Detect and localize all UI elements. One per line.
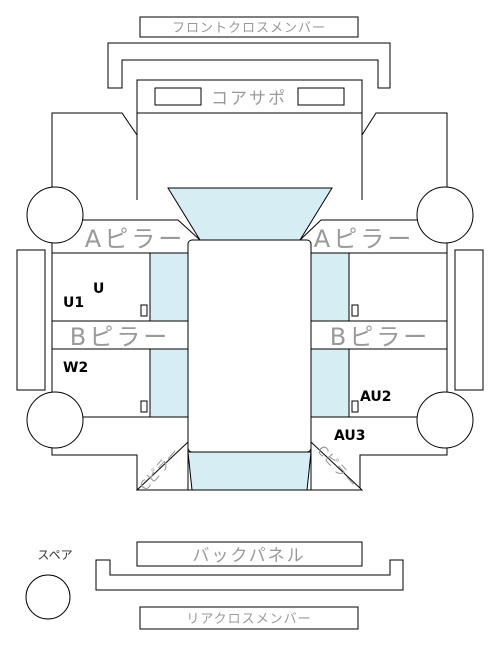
right-side-skirt	[454, 249, 484, 391]
c-pillar-left-area	[135, 440, 189, 491]
headlight-right	[297, 87, 345, 106]
door-handle-rear-right	[351, 400, 359, 413]
a-pillar-right-label: Aピラー	[314, 225, 414, 253]
rear-cross-member: リアクロスメンバー	[139, 606, 359, 630]
door-handle-front-right	[351, 304, 359, 317]
b-pillar-right-band	[310, 320, 448, 350]
rear-window	[187, 451, 312, 491]
left-side-skirt	[16, 249, 46, 391]
door-handle-rear-left	[140, 400, 148, 413]
wheel-rear-right	[416, 391, 474, 449]
a-pillar-left-label: Aピラー	[85, 225, 185, 253]
wheel-front-left	[26, 186, 84, 244]
mark-au3: AU3	[334, 428, 366, 444]
spare-label: スペア	[37, 548, 72, 562]
b-pillar-right-label: Bピラー	[330, 323, 430, 351]
mark-w2: W2	[63, 360, 88, 376]
wheel-rear-left	[26, 391, 84, 449]
mark-u1: U1	[63, 295, 84, 311]
front-bumper-frame	[107, 42, 391, 89]
back-panel: バックパネル	[136, 541, 363, 567]
mark-au2: AU2	[360, 389, 392, 405]
b-pillar-left-band	[51, 320, 189, 350]
front-cross-member-label: フロントクロスメンバー	[172, 21, 326, 36]
mark-u: U	[93, 281, 104, 297]
core-support-label: コアサポ	[211, 89, 287, 109]
b-pillar-left-label: Bピラー	[70, 323, 170, 351]
back-panel-label: バックパネル	[192, 546, 305, 566]
core-support: コアサポ	[136, 79, 363, 114]
rear-cross-member-label: リアクロスメンバー	[186, 612, 311, 627]
headlight-left	[154, 87, 202, 106]
front-cross-member: フロントクロスメンバー	[139, 16, 359, 38]
spare-tire: スペア	[25, 548, 73, 620]
c-pillar-right-area	[310, 440, 364, 491]
wheel-front-right	[416, 186, 474, 244]
spare-tire-circle	[25, 574, 71, 620]
rear-bumper-frame	[95, 559, 404, 591]
cabin-roof	[187, 239, 312, 453]
door-handle-front-left	[140, 304, 148, 317]
